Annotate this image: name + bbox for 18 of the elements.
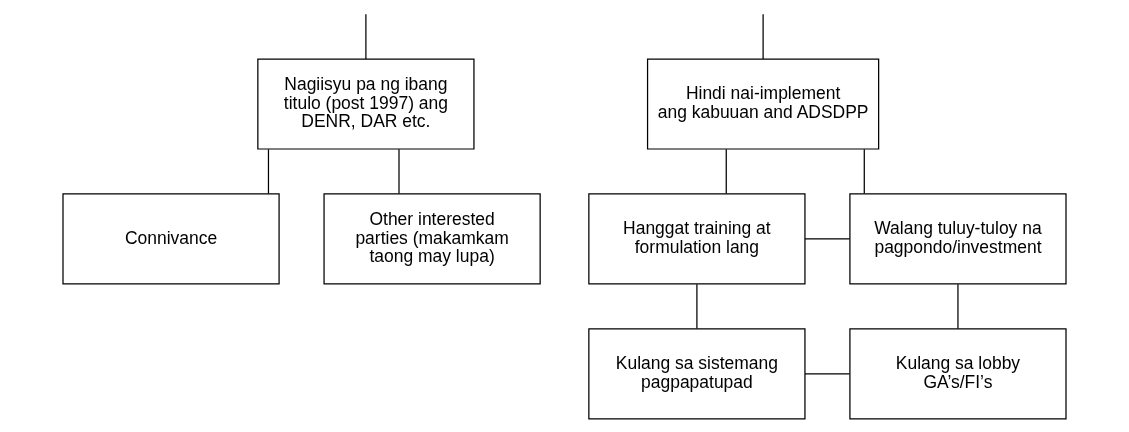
- node-box: Nagiisyu pa ng ibang titulo (post 1997) ang DENR, DAR etc.: [257, 58, 475, 150]
- connector: [762, 13, 764, 60]
- connector: [267, 148, 270, 195]
- connector: [804, 238, 851, 240]
- connector: [804, 373, 851, 375]
- node-box: Walang tuluy-tuloy na pagpondo/investment: [849, 193, 1067, 285]
- connector: [957, 283, 959, 330]
- connector: [365, 13, 367, 60]
- connector: [696, 283, 698, 330]
- connector: [863, 148, 865, 195]
- connector: [725, 148, 727, 195]
- node-box: Kulang sa lobby GA’s/FI’s: [849, 328, 1067, 420]
- node-box: Hanggat training at formulation lang: [588, 193, 806, 285]
- node-box: Other interested parties (makamkam taong may lupa): [323, 193, 541, 285]
- node-box: Connivance: [62, 193, 280, 285]
- connector: [398, 148, 400, 195]
- node-box: Kulang sa sistemang pagpapatupad: [588, 328, 806, 420]
- node-box: Hindi nai-implement ang kabuuan and ADSDPP: [646, 58, 880, 150]
